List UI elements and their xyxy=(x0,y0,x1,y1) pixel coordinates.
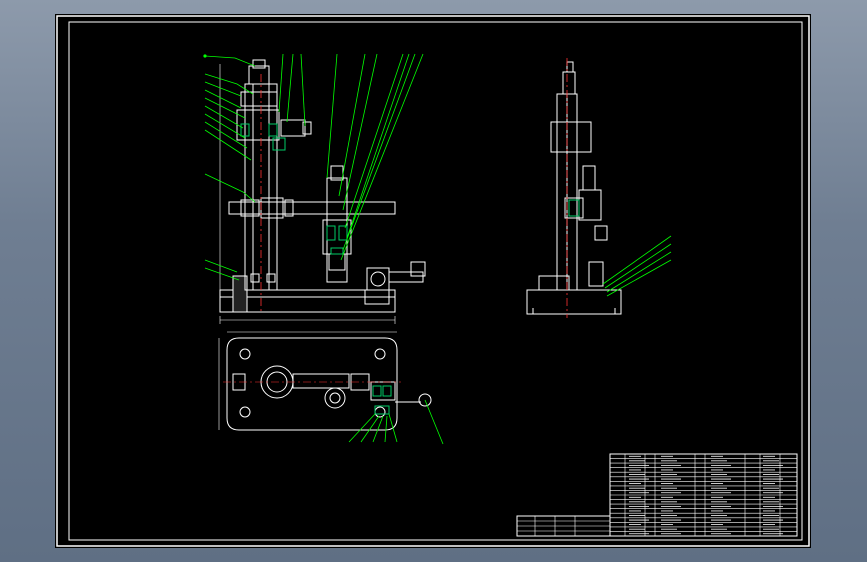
title-block xyxy=(516,453,798,537)
inner-frame xyxy=(68,21,803,541)
outer-frame xyxy=(56,15,810,547)
side-section-hatch xyxy=(568,199,580,217)
front-leader-lines xyxy=(203,53,424,281)
top-leader-lines xyxy=(348,399,444,445)
front-section-hatch xyxy=(240,123,348,255)
side-view xyxy=(526,61,622,315)
drawing-canvas xyxy=(55,14,811,548)
top-view xyxy=(218,331,432,431)
cad-drawing xyxy=(56,15,810,547)
front-view xyxy=(219,59,426,324)
side-leader-lines xyxy=(602,235,672,297)
top-section-hatch xyxy=(372,385,392,415)
